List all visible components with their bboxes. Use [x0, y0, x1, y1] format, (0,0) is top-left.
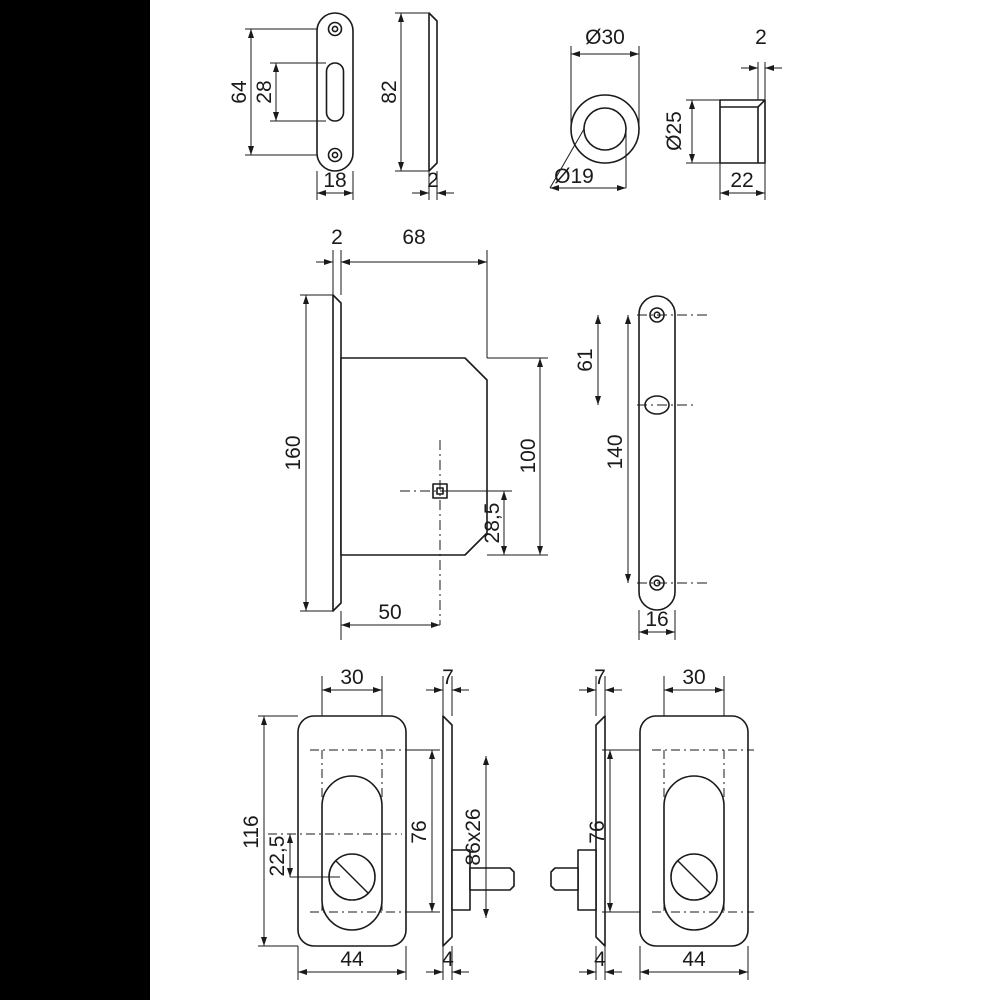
label-64: 64 [228, 80, 251, 104]
dim-64 [245, 28, 317, 156]
dim-82 [395, 12, 429, 172]
view-flush-pull-round-front [570, 94, 640, 164]
label-dia19: Ø19 [554, 165, 594, 188]
dim-22 [719, 163, 766, 200]
label-7-a: 7 [442, 666, 454, 689]
label-dia25: Ø25 [663, 111, 686, 151]
dim-28-5 [447, 490, 512, 556]
label-44-b: 44 [682, 948, 706, 971]
label-2-a: 2 [427, 169, 439, 192]
dim-2-c [316, 250, 358, 295]
technical-drawing-svg: 64 28 18 82 2 Ø30 Ø19 2 Ø25 22 2 68 160 … [228, 12, 782, 980]
label-100: 100 [517, 438, 540, 473]
label-86x26: 86x26 [462, 808, 485, 865]
label-68: 68 [402, 226, 425, 249]
dim-18 [316, 171, 354, 200]
escutcheon-right-centerlines [652, 749, 754, 913]
view-strike-plate-front [316, 12, 354, 172]
label-2-c: 2 [331, 226, 343, 249]
drawing-sheet: 64 28 18 82 2 Ø30 Ø19 2 Ø25 22 2 68 160 … [150, 0, 1000, 1000]
view-escutcheon-side-left [442, 715, 515, 947]
label-28-5: 28,5 [481, 503, 504, 544]
dim-7-a [426, 676, 469, 716]
dim-30-b [663, 676, 725, 716]
drawing-canvas: 64 28 18 82 2 Ø30 Ø19 2 Ø25 22 2 68 160 … [150, 0, 1000, 1000]
dim-dia25 [686, 99, 720, 164]
label-44-a: 44 [340, 948, 364, 971]
label-28: 28 [253, 80, 276, 103]
label-7-b: 7 [594, 666, 606, 689]
dim-2-b [741, 62, 782, 100]
label-61: 61 [574, 348, 597, 371]
label-76-a: 76 [408, 820, 431, 843]
label-140: 140 [604, 434, 627, 469]
label-116: 116 [240, 815, 263, 848]
view-flush-pull-round-side [719, 99, 766, 164]
view-strike-plate-side [428, 12, 438, 172]
dim-4-b [579, 946, 622, 980]
dim-44-b [639, 946, 749, 980]
label-160: 160 [282, 435, 305, 470]
dim-22-5 [287, 834, 340, 878]
label-4-b: 4 [594, 948, 606, 971]
label-22-5: 22,5 [266, 836, 289, 877]
view-forend-plate [638, 295, 676, 611]
label-76-b: 76 [586, 820, 609, 843]
label-2-b: 2 [755, 26, 767, 49]
dim-68 [341, 250, 488, 358]
view-lock-body [332, 294, 488, 612]
forend-centerlines [637, 314, 710, 584]
dim-2-a [412, 171, 454, 200]
label-4-a: 4 [442, 948, 454, 971]
dim-dia19 [549, 128, 627, 191]
label-22: 22 [730, 169, 753, 192]
dim-44-a [297, 946, 407, 980]
dim-4-a [426, 946, 469, 980]
label-18: 18 [323, 169, 346, 192]
label-50: 50 [378, 601, 401, 624]
view-escutcheon-front-left [297, 715, 407, 947]
label-dia30: Ø30 [585, 26, 625, 49]
dim-30-a [321, 676, 383, 716]
label-82: 82 [378, 80, 401, 103]
label-30-b: 30 [682, 666, 705, 689]
view-escutcheon-front-right [639, 715, 749, 947]
dim-160 [300, 294, 333, 612]
label-30-a: 30 [340, 666, 363, 689]
view-escutcheon-side-right [550, 715, 606, 947]
dim-28 [270, 62, 326, 122]
dim-dia30 [570, 46, 640, 129]
dim-7-b [579, 676, 622, 716]
dim-76-a [406, 749, 440, 913]
dim-16 [638, 610, 676, 640]
label-16: 16 [645, 608, 668, 631]
dim-76-b [602, 749, 640, 913]
dim-116 [258, 715, 298, 947]
dim-50 [340, 611, 440, 640]
